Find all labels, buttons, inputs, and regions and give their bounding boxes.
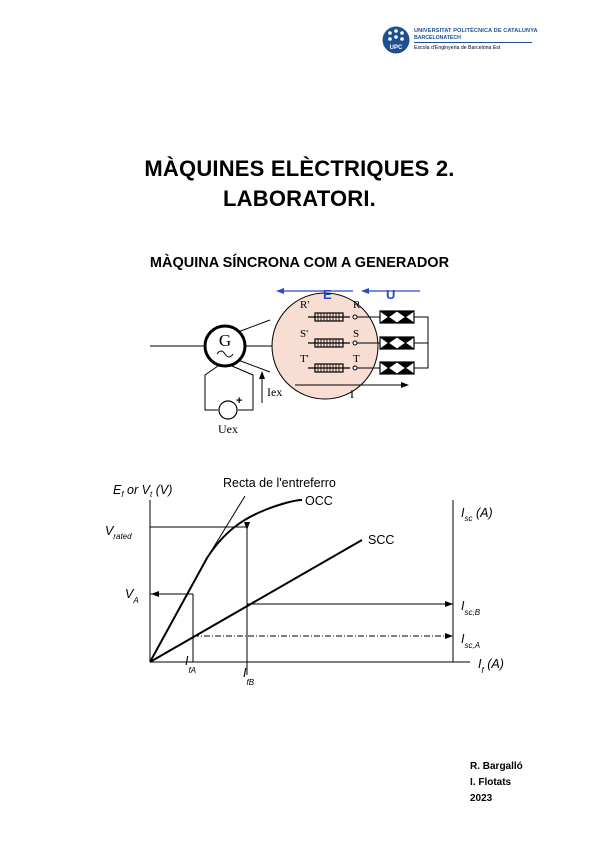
phase-t-prime: T' [300, 353, 309, 365]
page-subtitle: MÀQUINA SÍNCRONA COM A GENERADOR [149, 255, 450, 271]
isc-a-arrow-head [445, 633, 453, 639]
if-axis-label: If (A) [478, 657, 504, 675]
authors-block: R. Bargalló I. Flotats 2023 [470, 759, 523, 807]
scc-line [149, 539, 363, 663]
voltage-label: U [386, 287, 395, 302]
ac-wave-icon [216, 350, 234, 358]
upc-mark-text: UPC [390, 45, 403, 51]
v-rated-label: Vrated [105, 524, 132, 541]
phase-s-prime: S' [300, 328, 308, 340]
stator-windings [308, 312, 350, 373]
page-title-line1: MÀQUINES ELÈCTRIQUES 2. [144, 156, 455, 181]
iex-arrow-head [259, 371, 265, 379]
phase-s: S [353, 328, 359, 340]
ifb-arrow-head [244, 522, 250, 530]
circuit-diagram: G + Uex Iex R' S' T' R S T [150, 287, 429, 436]
year: 2023 [470, 793, 493, 804]
isc-b-arrow-head [445, 601, 453, 607]
voltage-arrow-head [361, 288, 369, 294]
ifa-label: IfA [185, 654, 196, 675]
ifb-label: IfB [243, 666, 255, 687]
iex-label: Iex [267, 385, 282, 399]
connection-t [237, 359, 271, 373]
line-current-label: I [350, 387, 354, 401]
phase-r: R [353, 299, 361, 311]
author-2: I. Flotats [470, 777, 512, 788]
y-axis-label: Ef or Vt (V) [113, 483, 172, 499]
occ-label: OCC [305, 494, 333, 508]
air-gap-line-label: Recta de l'entreferro [223, 476, 336, 490]
author-1: R. Bargalló [470, 761, 523, 772]
connection-r [237, 319, 271, 333]
load-crosses [379, 310, 415, 375]
logo-school-name: Escola d'Enginyeria de Barcelona Est [414, 45, 501, 51]
logo-university-name: UNIVERSITAT POLITÈCNICA DE CATALUNYA [414, 28, 538, 34]
excitation-plus-sign: + [236, 395, 242, 407]
upc-logo: UPC UNIVERSITAT POLITÈCNICA DE CATALUNYA… [382, 26, 542, 56]
v-a-label: VA [125, 587, 139, 605]
occ-curve [149, 499, 303, 663]
line-current-arrow-head [401, 382, 409, 388]
isc-axis-label: Isc (A) [461, 506, 493, 523]
excitation-wire-left [204, 365, 219, 411]
excitation-wire-right [231, 365, 254, 411]
phase-r-prime: R' [300, 299, 309, 311]
logo-barcelonatech: BARCELONATECH [414, 35, 461, 41]
emf-label: E [323, 287, 332, 302]
isc-a-label: Isc,A [461, 632, 480, 650]
isc-b-label: Isc,B [461, 599, 481, 617]
phase-t: T [353, 353, 360, 365]
generator-label: G [219, 331, 231, 350]
excitation-voltage-label: Uex [218, 422, 238, 436]
stator-circle [271, 292, 379, 400]
excitation-source-symbol [218, 400, 238, 420]
characteristics-graph: Ef or Vt (V) Recta de l'entreferro OCC S… [105, 476, 504, 687]
scc-label: SCC [368, 533, 394, 547]
page-title-line2: LABORATORI. [223, 186, 376, 211]
v-a-arrow-head [151, 591, 159, 597]
winding-turns [317, 313, 340, 372]
upc-logo-icon: UPC [382, 26, 410, 54]
emf-arrow-head [276, 288, 284, 294]
logo-divider [414, 42, 532, 43]
